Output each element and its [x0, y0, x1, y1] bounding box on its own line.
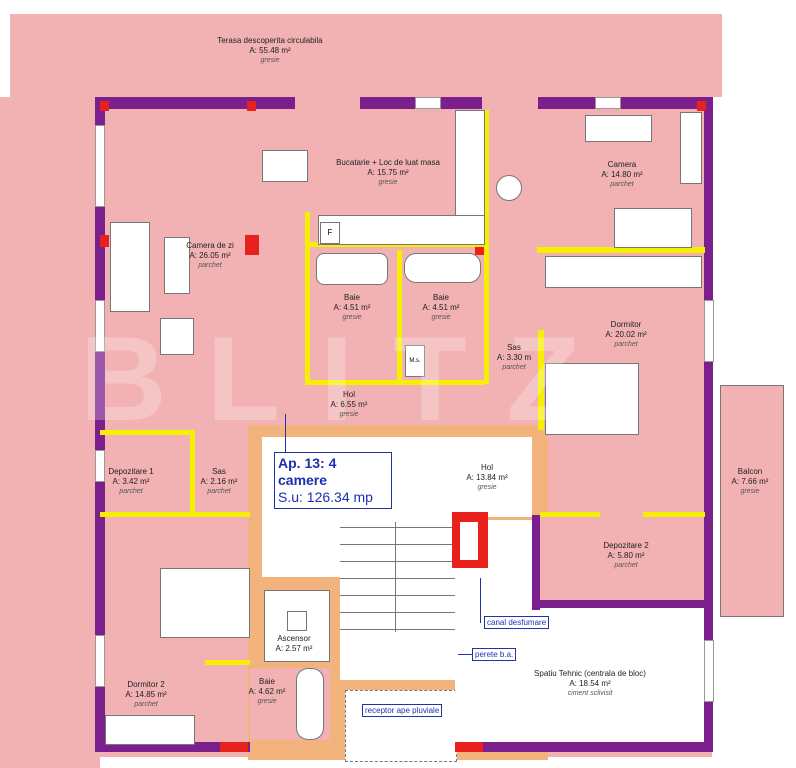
- wardrobe: [545, 256, 702, 288]
- wall: [532, 600, 707, 608]
- column: [245, 235, 259, 255]
- interior-wall: [205, 660, 250, 665]
- apartment-title: Ap. 13: 4 camere: [278, 455, 337, 488]
- apartment-usable-area: S.u: 126.34 mp: [278, 489, 373, 505]
- storage-2-area: [540, 515, 705, 602]
- note-receptor-ape-pluviale: receptor ape pluviale: [362, 704, 443, 717]
- column: [100, 101, 109, 111]
- window: [595, 97, 621, 109]
- window: [95, 635, 105, 687]
- exterior-wall: [95, 97, 295, 109]
- apartment-info-box: Ap. 13: 4 camere S.u: 126.34 mp: [274, 452, 392, 509]
- wardrobe: [680, 112, 702, 184]
- dining-table: [262, 150, 308, 182]
- smoke-duct: [452, 512, 488, 568]
- balcony: [720, 385, 784, 617]
- bed: [614, 208, 692, 248]
- stairwell: [340, 517, 455, 680]
- exterior-wall: [95, 742, 250, 752]
- interior-wall: [643, 512, 705, 517]
- hallway-left: [262, 517, 340, 577]
- terrace-area: [10, 14, 722, 97]
- sofa: [110, 222, 150, 312]
- coffee-table: [164, 237, 190, 294]
- interior-wall: [305, 212, 310, 384]
- note-canal-desfumare: canal desfumare: [484, 616, 550, 629]
- double-bed: [160, 568, 250, 638]
- window: [704, 300, 714, 362]
- round-table: [496, 175, 522, 201]
- window: [704, 640, 714, 702]
- column: [697, 101, 706, 111]
- column: [100, 235, 109, 247]
- exterior-wall: [95, 97, 105, 752]
- armchair: [160, 318, 194, 355]
- interior-wall: [484, 110, 489, 384]
- terrace-left: [0, 97, 100, 768]
- elevator-shaft: [264, 590, 330, 662]
- bathtub: [296, 668, 324, 740]
- leader-line: [458, 654, 472, 655]
- interior-wall: [190, 430, 195, 515]
- watermark: BLITZ: [80, 312, 620, 446]
- rainwater-shaft: [345, 690, 457, 762]
- interior-wall: [397, 250, 402, 384]
- note-perete-ba: perete b.a.: [472, 648, 517, 661]
- window: [95, 450, 105, 482]
- kitchen-counter: [318, 215, 485, 245]
- wardrobe: [105, 715, 195, 745]
- window: [95, 300, 105, 352]
- bathtub: [404, 253, 481, 283]
- interior-wall: [305, 380, 485, 385]
- interior-wall: [100, 512, 250, 517]
- washing-machine: M.s.: [405, 345, 425, 377]
- room-label-spatiu-tehnic: Spatiu Tehnic (centrala de bloc)A: 18.54…: [534, 669, 646, 697]
- leader-line: [285, 414, 286, 452]
- wall: [532, 515, 540, 610]
- shower: [316, 253, 388, 285]
- exterior-wall: [704, 97, 713, 752]
- column: [220, 742, 248, 752]
- interior-wall: [538, 330, 544, 430]
- exterior-wall: [538, 97, 712, 109]
- fridge: F: [320, 222, 340, 244]
- column: [247, 101, 256, 111]
- interior-wall: [540, 512, 600, 517]
- interior-wall: [537, 247, 705, 253]
- double-bed: [545, 363, 639, 435]
- exterior-wall: [455, 742, 712, 752]
- window: [415, 97, 441, 109]
- window: [95, 125, 105, 207]
- desk: [585, 115, 652, 142]
- column: [455, 742, 483, 752]
- interior-wall: [100, 430, 195, 435]
- leader-line: [480, 578, 481, 623]
